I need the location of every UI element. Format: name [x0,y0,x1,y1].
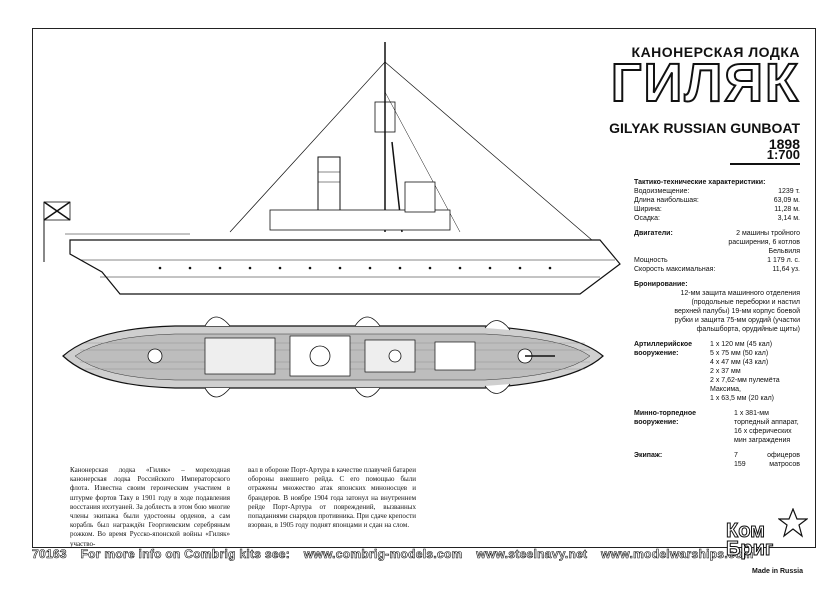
history-column-2: вал в обороне Порт-Артура в качестве пла… [248,466,416,530]
kit-code: 70163 [32,547,67,562]
torpedo-block: Минно-торпедное вооружение: 1 x 381-мм т… [634,410,799,444]
ship-plan-view [62,316,604,398]
ship-name-title: ГИЛЯК [610,53,800,113]
title-en: GILYAK RUSSIAN GUNBOAT 1898 [609,120,800,152]
speed-row: Скорость максимальная:11,64 уз. [634,266,800,273]
ship-side-profile [43,42,621,295]
footer-bar: 70163 For more info on Combrig kits see:… [32,547,754,562]
artillery-item: 4 x 47 мм (43 кал) [710,359,769,366]
drawing-frame [32,28,816,548]
armor-value: 12-мм защита машинного отделения (продол… [674,290,800,333]
history-column-1: Канонерская лодка «Гиляк» – мореходная к… [70,466,230,548]
artillery-item: 5 x 75 мм (50 кал) [710,350,769,357]
footer-link[interactable]: www.modelwarships.com [601,547,754,562]
spec-row: Ширина:11,28 м. [634,206,800,213]
artillery-item: 2 x 7,62-мм пулемёта Максима, [710,377,780,393]
specs-panel: Тактико-технические характеристики: Водо… [634,178,800,469]
artillery-item: 1 x 63,5 мм (20 кал) [710,395,775,402]
spec-row: Длина наибольшая:63,09 м. [634,197,800,204]
footer-info: For more info on Combrig kits see: [80,547,291,562]
combrig-star-logo [778,508,808,538]
made-in-label: Made in Russia [752,568,803,575]
artillery-item: 1 x 120 мм (45 кал) [710,341,773,348]
specs-heading: Тактико-технические характеристики: [634,179,766,186]
scale-label: 1:700 [730,147,800,165]
brand-logo: Ком Бриг [725,520,774,560]
artillery-block: Артиллерийское вооружение: 1 x 120 мм (4… [634,340,800,403]
subtitle-ru: КАНОНЕРСКАЯ ЛОДКА [631,44,800,60]
footer-link[interactable]: www.combrig-models.com [303,547,463,562]
armor-label: Бронирование: [634,281,688,288]
engines-row: Двигатели: 2 машины тройного расширения,… [634,230,800,255]
footer-link[interactable]: www.steelnavy.net [476,547,588,562]
spec-row: Водоизмещение:1239 т. [634,188,800,195]
artillery-item: 2 x 37 мм [710,368,741,375]
spec-row: Осадка:3,14 м. [634,215,800,222]
